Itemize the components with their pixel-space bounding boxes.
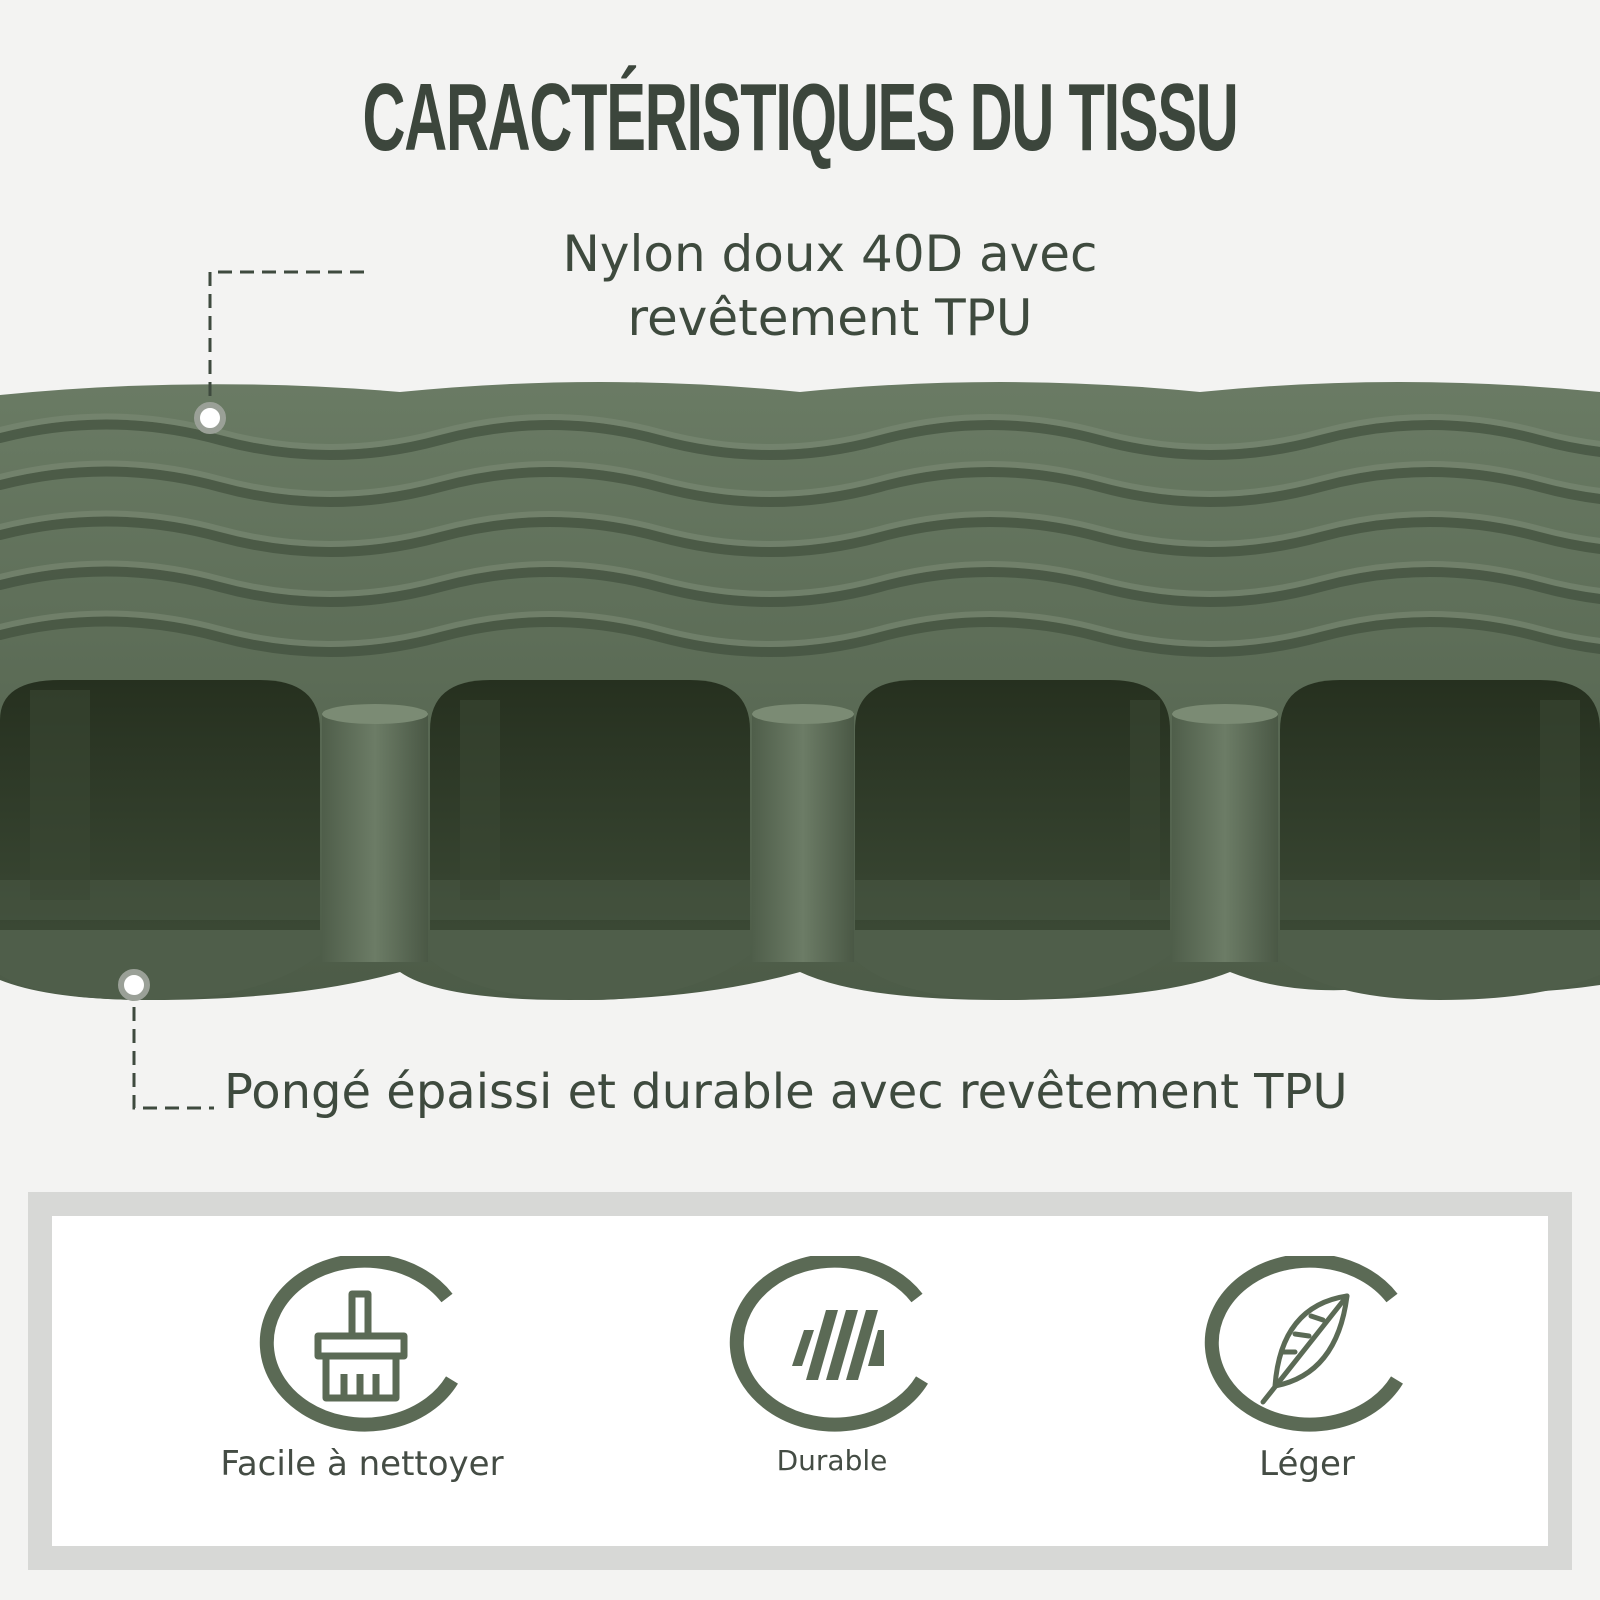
top-layer-label-line2: revêtement TPU — [627, 289, 1033, 347]
page-title: CARACTÉRISTIQUES DU TISSU — [362, 64, 1238, 171]
feather-icon — [1204, 1256, 1403, 1432]
features-panel: Facile à nettoyer Durable Léger — [28, 1192, 1572, 1570]
feature-label-light: Léger — [1259, 1444, 1355, 1484]
top-layer-marker — [194, 402, 226, 434]
bottom-layer-marker — [118, 969, 150, 1001]
air-chamber — [855, 680, 1170, 930]
broom-icon — [259, 1256, 458, 1432]
feature-label-durable: Durable — [776, 1444, 888, 1477]
stripes-icon — [729, 1256, 928, 1432]
top-layer-callout — [208, 270, 370, 418]
air-chamber — [430, 680, 750, 930]
feature-easy-clean: Facile à nettoyer — [152, 1256, 572, 1484]
quilted-ridges — [0, 413, 1600, 657]
bottom-scallops — [0, 930, 1600, 1000]
top-layer-label: Nylon doux 40D avec revêtement TPU — [420, 222, 1240, 350]
support-pillars — [322, 704, 1278, 962]
bottom-layer-callout — [132, 985, 214, 1110]
feature-light: Léger — [1097, 1256, 1517, 1484]
bottom-layer-label: Pongé épaissi et durable avec revêtement… — [224, 1064, 1348, 1120]
top-layer-label-line1: Nylon doux 40D avec — [562, 225, 1098, 283]
air-chamber — [1280, 680, 1600, 930]
mat-illustration — [0, 270, 1600, 1110]
air-chambers — [0, 680, 1600, 930]
feature-durable: Durable — [622, 1256, 1042, 1477]
feature-label-easy-clean: Facile à nettoyer — [220, 1444, 504, 1484]
